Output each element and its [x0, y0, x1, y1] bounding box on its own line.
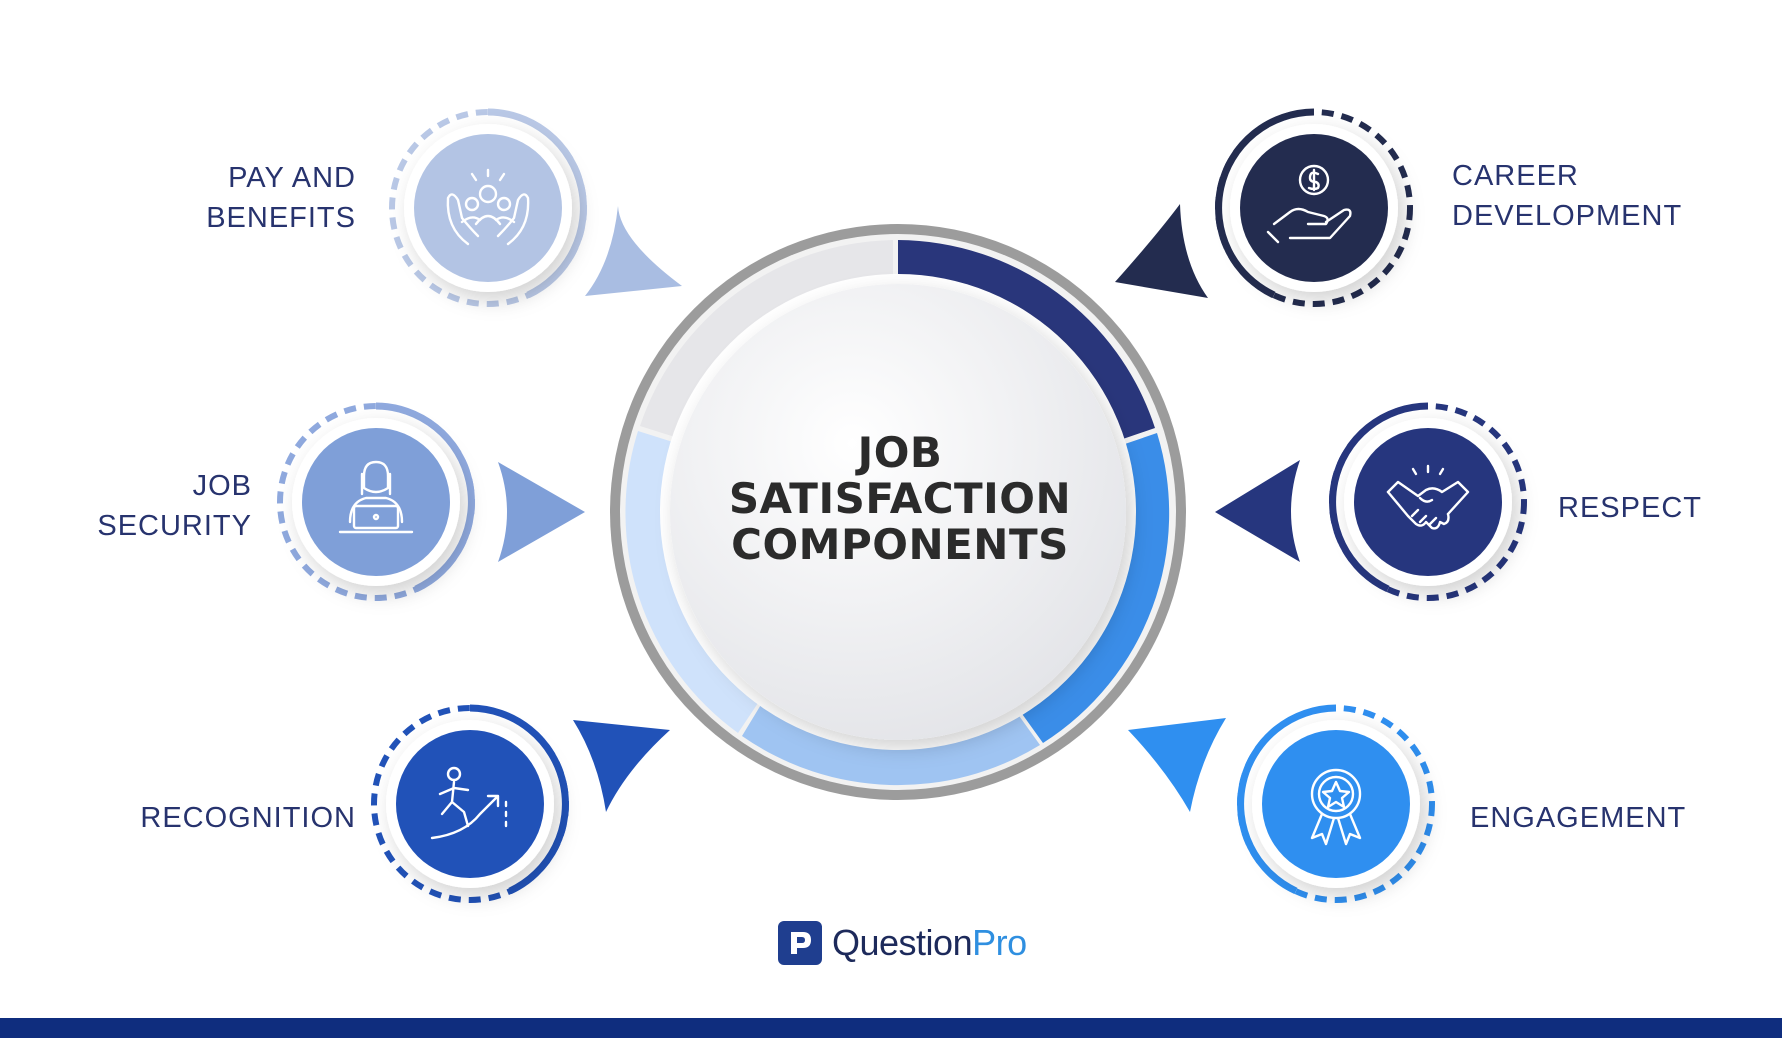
node-recognition [371, 704, 569, 903]
label-career: CAREER DEVELOPMENT [1452, 160, 1683, 232]
footer-bar [0, 1018, 1782, 1038]
node-pay [389, 108, 587, 307]
arrow-recognition [573, 720, 670, 812]
central-hub [610, 224, 1186, 800]
arrow-security [498, 462, 585, 562]
arrow-pay [585, 206, 682, 296]
person-laptop-icon [338, 460, 414, 534]
label-respect: RESPECT [1558, 492, 1702, 524]
label-security: JOB SECURITY [97, 470, 252, 542]
hub-segment-career [898, 240, 1155, 441]
arrow-career [1115, 204, 1208, 298]
center-title: JOB SATISFACTION COMPONENTS [728, 428, 1072, 569]
node-career [1215, 108, 1413, 307]
label-engagement: ENGAGEMENT [1470, 802, 1687, 834]
handshake-icon [1386, 464, 1470, 530]
label-pay: PAY AND BENEFITS [206, 162, 356, 234]
hub-segment-security [625, 431, 760, 733]
hands-team-icon [446, 168, 530, 246]
logo-mark-icon [778, 921, 822, 965]
pointer-arrows [498, 204, 1300, 812]
arrow-respect [1215, 460, 1300, 562]
arrow-engagement [1128, 718, 1226, 812]
label-recognition: RECOGNITION [140, 802, 356, 834]
hand-coin-icon [1266, 164, 1352, 244]
node-engagement [1237, 704, 1435, 903]
climbing-person-arrow-icon [430, 766, 508, 840]
questionpro-logo: QuestionPro [778, 920, 1027, 966]
node-security [277, 402, 475, 601]
hub-segment-engagement [742, 703, 1040, 786]
logo-text: QuestionPro [832, 922, 1027, 963]
award-ribbon-icon [1310, 768, 1362, 846]
